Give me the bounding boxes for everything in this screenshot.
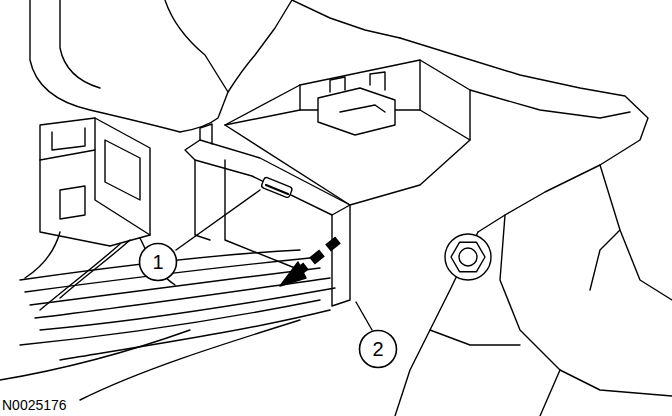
connector-lid: [266, 185, 288, 194]
left-connector: [95, 118, 150, 235]
engine-housing: [292, 0, 400, 38]
connector-housing: [225, 60, 470, 205]
left-connector: [105, 140, 140, 200]
wire-harness: [0, 330, 190, 380]
mounting-bracket: [470, 90, 630, 118]
connector-lid: [185, 140, 350, 306]
left-connector: [60, 186, 85, 219]
direction-arrow: [280, 240, 338, 286]
engine-housing: [60, 0, 100, 88]
connector-housing: [340, 105, 385, 112]
connector-housing: [318, 88, 395, 135]
mounting-bracket: [600, 165, 672, 300]
bolt: [459, 248, 477, 266]
left-connector: [40, 118, 150, 246]
connector-housing: [370, 72, 385, 90]
connector-lid: [200, 124, 212, 144]
left-connector: [52, 128, 85, 150]
direction-arrow: [312, 253, 322, 261]
wire-harness: [40, 244, 120, 310]
connector-housing: [225, 85, 300, 125]
callout-number: 1: [152, 252, 163, 272]
engine-housing: [165, 0, 228, 92]
direction-arrow: [280, 262, 306, 286]
connector-lid: [225, 160, 300, 270]
mounting-bracket: [540, 370, 560, 416]
direction-arrow: [328, 240, 338, 248]
connector-lid: [332, 205, 350, 215]
figure-number: N0025176: [2, 398, 67, 413]
callout-outline: [140, 244, 177, 281]
mounting-bracket: [590, 230, 620, 290]
connector-housing: [420, 60, 470, 140]
left-connector: [40, 150, 95, 160]
bolt: [445, 234, 491, 280]
wire-harness: [0, 232, 335, 400]
bolt: [445, 234, 491, 280]
mounting-bracket: [430, 330, 520, 345]
wire-harness: [60, 240, 130, 298]
leader-line: [176, 190, 372, 330]
wire-harness: [60, 310, 330, 360]
leader-line: [176, 190, 260, 250]
connector-lid: [261, 177, 293, 198]
left-connector: [40, 118, 150, 246]
callout-number: 2: [372, 339, 383, 359]
callout-outline: [360, 331, 397, 368]
connector-housing: [225, 60, 470, 205]
callout-circle: 2: [358, 329, 398, 369]
callout-circle: 1: [138, 242, 178, 282]
bolt: [451, 242, 485, 271]
wire-harness: [25, 232, 60, 278]
mounting-bracket: [500, 215, 672, 396]
connector-housing: [330, 77, 345, 92]
wire-harness: [80, 320, 300, 400]
leader-line: [356, 302, 372, 330]
